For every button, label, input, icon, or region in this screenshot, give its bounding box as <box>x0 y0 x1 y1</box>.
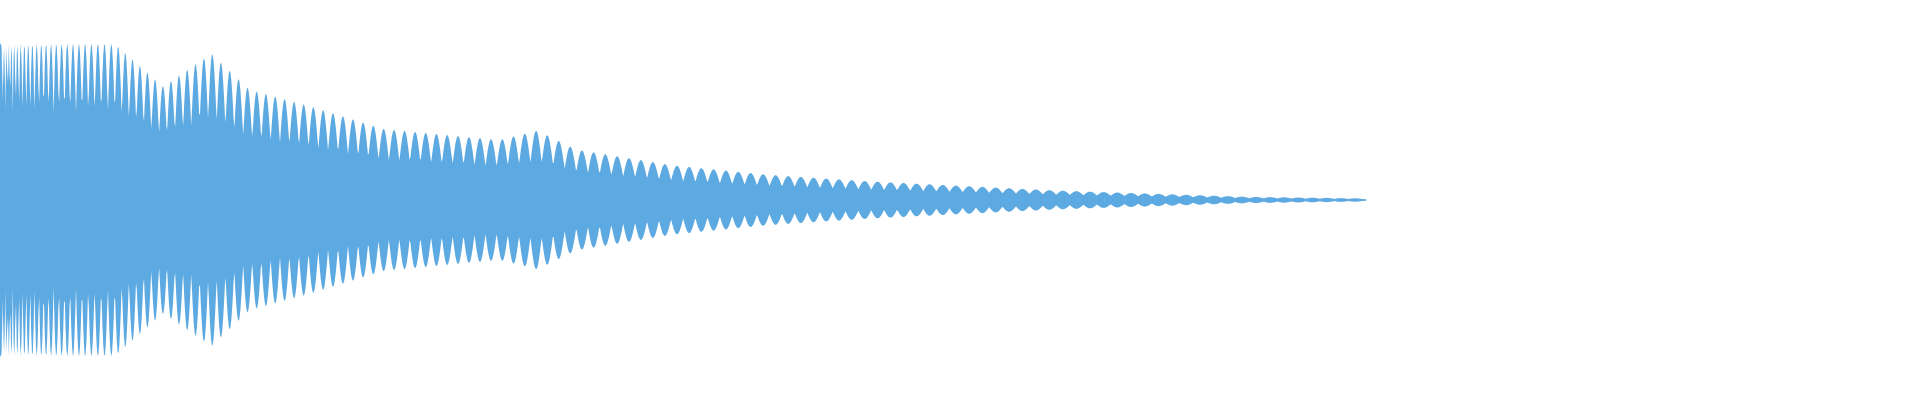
waveform-signal <box>0 43 1920 357</box>
